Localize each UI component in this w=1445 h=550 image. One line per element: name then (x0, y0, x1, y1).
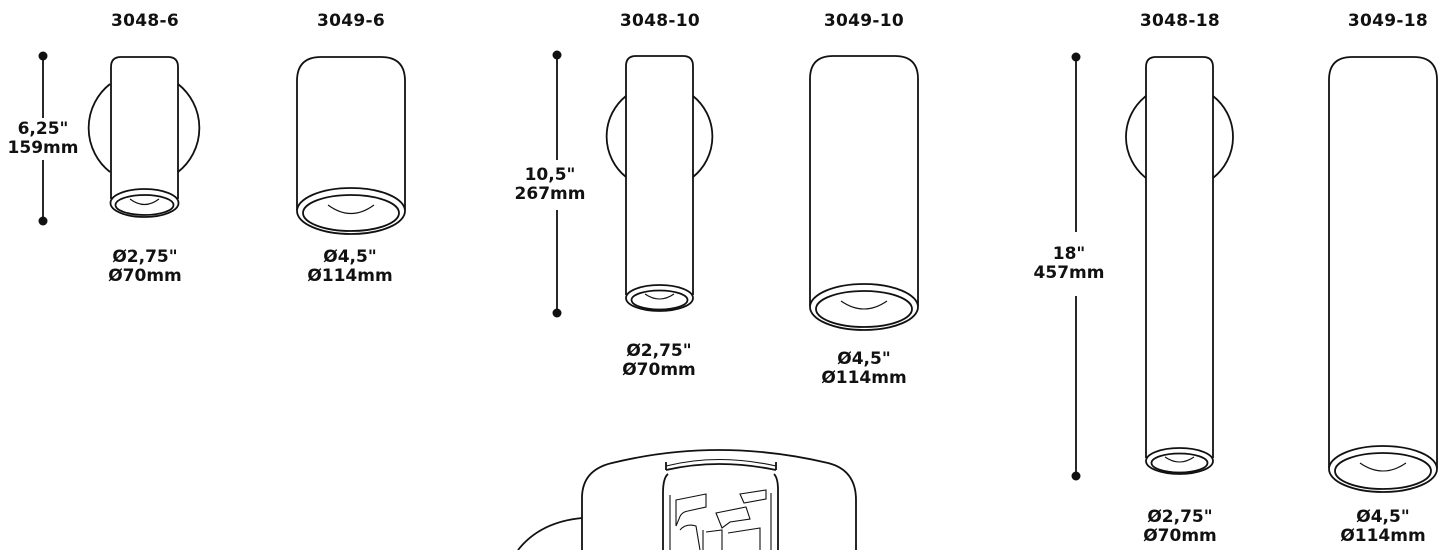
diameter-inch-3048-18: Ø2,75" (1147, 507, 1213, 527)
diameter-inch-3048-6: Ø2,75" (112, 247, 178, 267)
height-label-6: 6,25" 159mm (0, 120, 103, 158)
fixture-3048-10-drawing (605, 55, 714, 312)
fixture-3048-18-drawing (1125, 56, 1234, 475)
height-mm-10: 267mm (514, 184, 586, 204)
height-mm-6: 159mm (7, 138, 79, 158)
model-label-3049-18: 3049-18 (1347, 11, 1429, 31)
fixture-3049-6-drawing (296, 56, 406, 235)
diameter-mm-3049-18: Ø114mm (1340, 526, 1426, 546)
dimension-line-18in (1071, 52, 1081, 481)
height-label-18: 18" 457mm (1009, 245, 1129, 283)
diameter-mm-3049-6: Ø114mm (307, 266, 393, 286)
diameter-mm-3049-10: Ø114mm (821, 368, 907, 388)
fixture-3049-18-drawing (1328, 56, 1438, 493)
height-label-10: 10,5" 267mm (490, 166, 610, 204)
dimension-line-10in (552, 50, 562, 318)
height-inch-10: 10,5" (524, 165, 576, 185)
model-label-3048-6: 3048-6 (111, 11, 179, 31)
diameter-label-3048-6: Ø2,75" Ø70mm (85, 248, 205, 286)
model-label-3049-6: 3049-6 (317, 11, 385, 31)
diameter-mm-3048-10: Ø70mm (622, 360, 696, 380)
dimension-line-6in (38, 51, 48, 226)
diameter-label-3049-18: Ø4,5" Ø114mm (1323, 508, 1443, 546)
fixture-3048-6-drawing (87, 56, 201, 218)
diameter-inch-3049-10: Ø4,5" (837, 349, 891, 369)
height-inch-6: 6,25" (17, 119, 69, 139)
model-label-3049-10: 3049-10 (823, 11, 905, 31)
diameter-label-3049-6: Ø4,5" Ø114mm (290, 248, 410, 286)
diameter-inch-3049-18: Ø4,5" (1356, 507, 1410, 527)
diameter-label-3049-10: Ø4,5" Ø114mm (804, 350, 924, 388)
height-mm-18: 457mm (1033, 263, 1105, 283)
model-label-3048-18: 3048-18 (1139, 11, 1221, 31)
detail-view-partial-drawing (517, 449, 857, 550)
diameter-mm-3048-18: Ø70mm (1143, 526, 1217, 546)
diameter-label-3048-10: Ø2,75" Ø70mm (599, 342, 719, 380)
diameter-inch-3049-6: Ø4,5" (323, 247, 377, 267)
model-label-3048-10: 3048-10 (619, 11, 701, 31)
fixture-3049-10-drawing (809, 55, 919, 331)
height-inch-18: 18" (1052, 244, 1086, 264)
diameter-inch-3048-10: Ø2,75" (626, 341, 692, 361)
diameter-label-3048-18: Ø2,75" Ø70mm (1120, 508, 1240, 546)
diameter-mm-3048-6: Ø70mm (108, 266, 182, 286)
